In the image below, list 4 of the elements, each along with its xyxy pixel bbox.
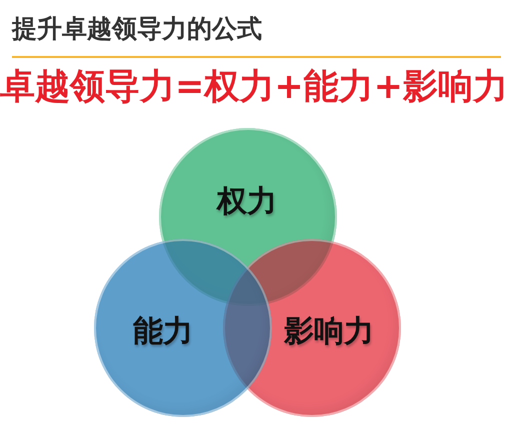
circle-label: 影响力 [284,314,374,350]
circle-label: 权力 [217,184,277,220]
page-title: 提升卓越领导力的公式 [12,14,262,44]
circle-label: 能力 [133,314,193,350]
